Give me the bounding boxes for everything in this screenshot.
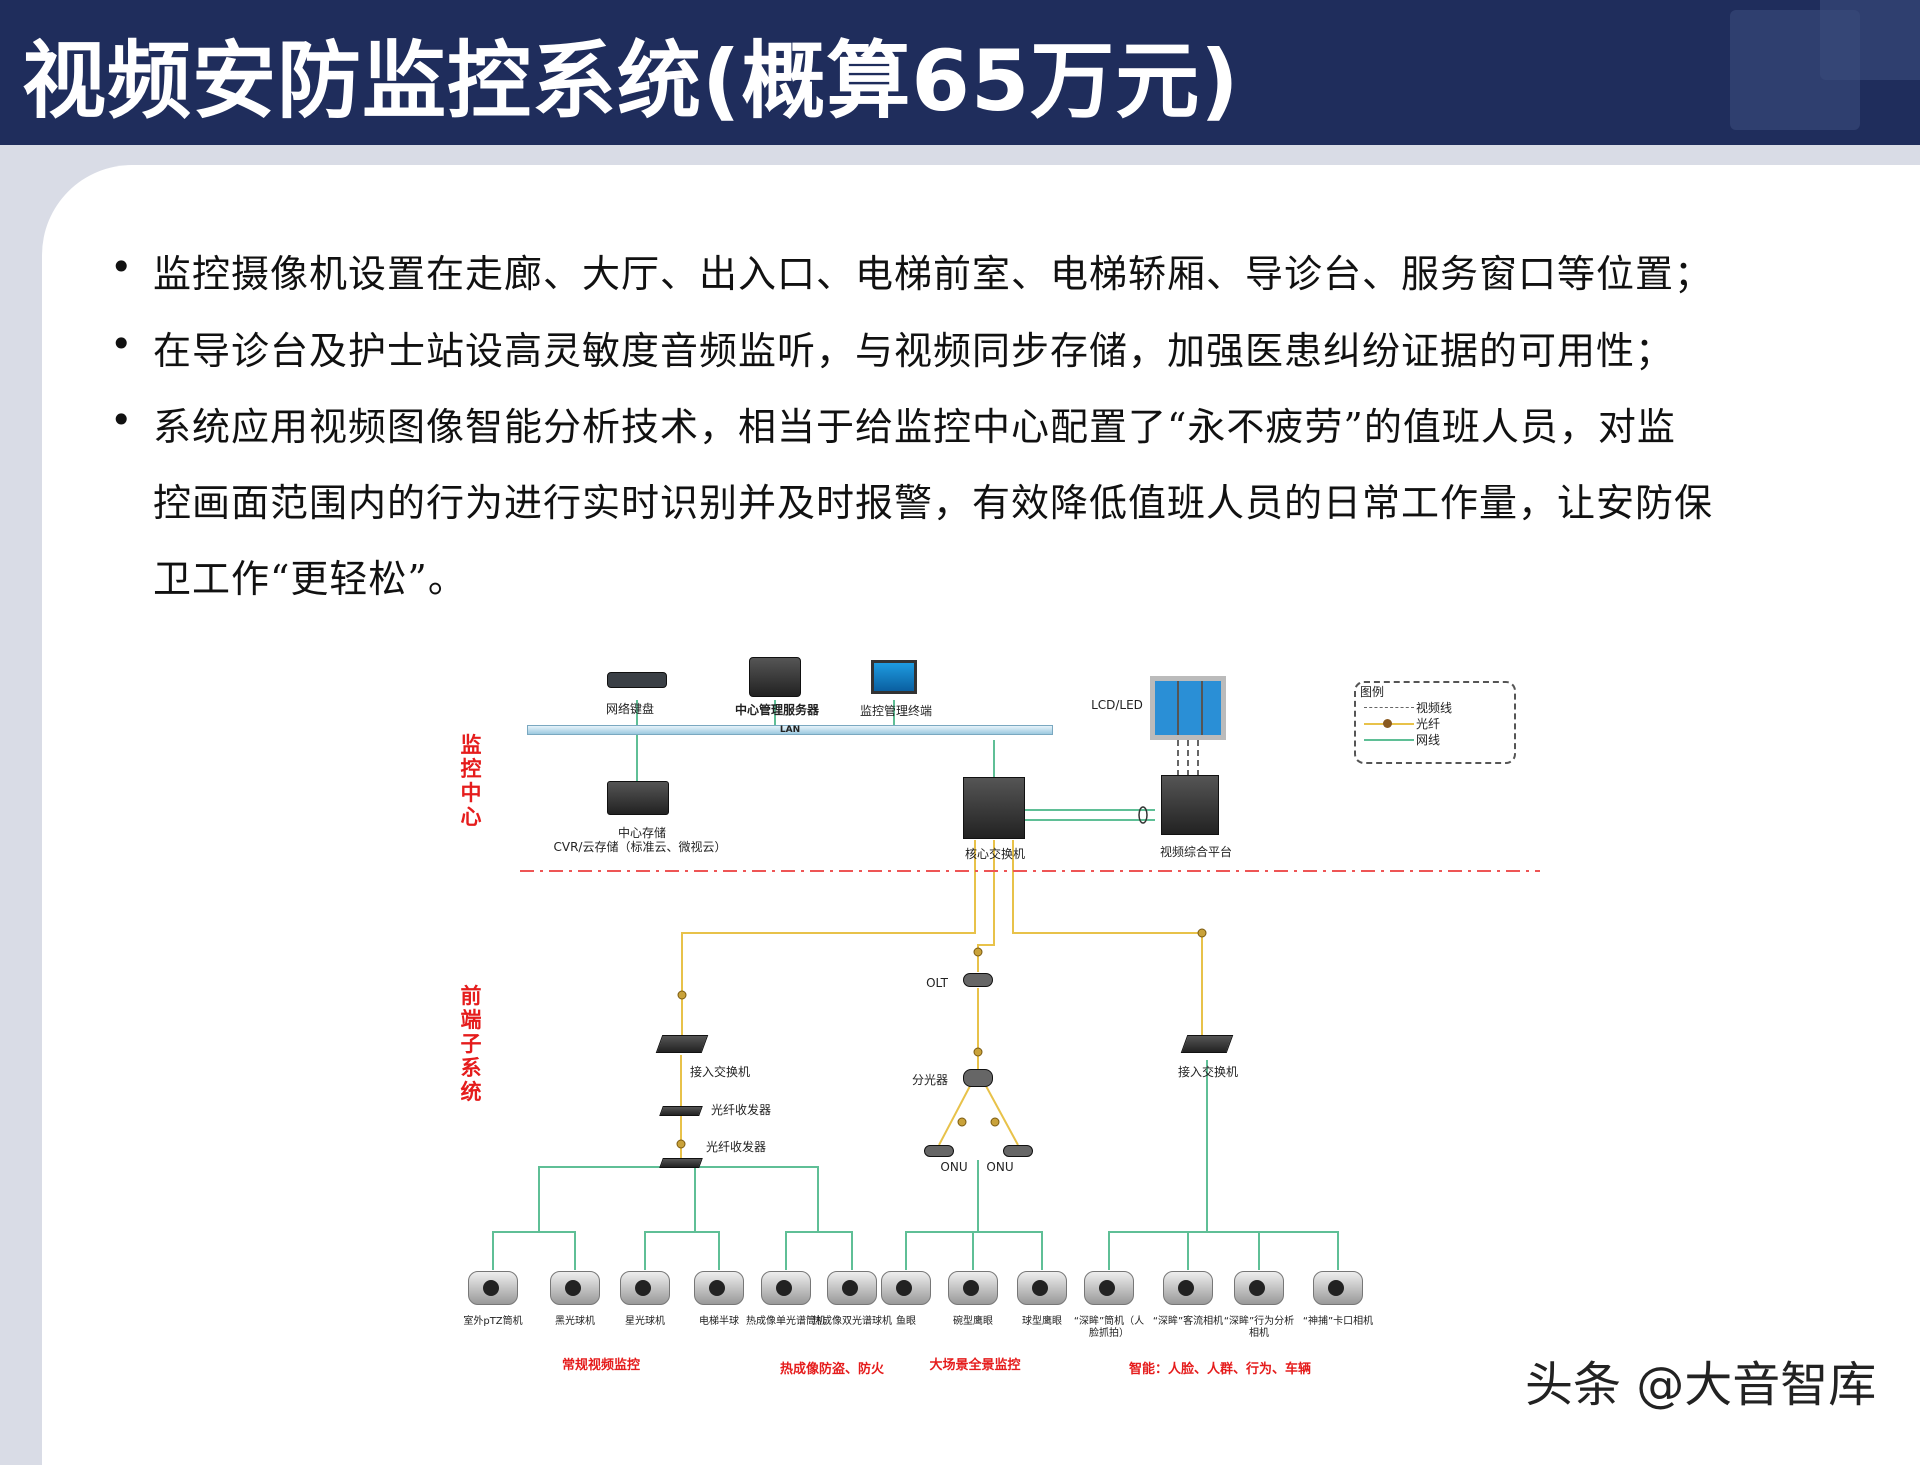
- bullet-text: 卫工作“更轻松”。: [153, 557, 467, 601]
- terminal-label: 监控管理终端: [859, 704, 933, 718]
- core-switch-icon: [963, 777, 1025, 839]
- onu-label: ONU: [940, 1160, 968, 1174]
- camera-icon: [881, 1271, 931, 1305]
- camera-icon: [1163, 1271, 1213, 1305]
- camera-icon: [1084, 1271, 1134, 1305]
- transceiver-icon: [659, 1158, 703, 1168]
- camera-label: “深眸”行为分析相机: [1223, 1316, 1295, 1339]
- lan-bus: [527, 725, 1053, 735]
- camera-label: 碗型鹰眼: [953, 1316, 993, 1327]
- lan-label: LAN: [779, 725, 801, 735]
- group-label: 智能：人脸、人群、行为、车辆: [1128, 1362, 1312, 1377]
- olt-label: OLT: [926, 976, 948, 990]
- splitter-icon: [963, 1069, 993, 1087]
- camera-icon: [827, 1271, 877, 1305]
- legend-video-line: [1364, 707, 1414, 708]
- splitter-label: 分光器: [911, 1073, 949, 1087]
- camera-icon: [1313, 1271, 1363, 1305]
- olt-icon: [963, 973, 993, 987]
- group-label: 大场景全景监控: [929, 1358, 1021, 1373]
- camera-label: 热成像双光谱球机: [812, 1316, 892, 1327]
- video-wall-icon: [1150, 676, 1226, 740]
- onu-icon: [924, 1145, 954, 1157]
- access-switch-label: 接入交换机: [689, 1065, 751, 1079]
- title-bar: 视频安防监控系统(概算65万元): [0, 0, 1920, 145]
- camera-icon: [694, 1271, 744, 1305]
- fiber-node-icon: [1383, 719, 1392, 728]
- transceiver-label: 光纤收发器: [710, 1103, 772, 1117]
- bullet-text: 系统应用视频图像智能分析技术，相当于给监控中心配置了“永不疲劳”的值班人员，对监: [153, 405, 1676, 449]
- section-front-end: 前端子系统: [460, 984, 482, 1104]
- server-label: 中心管理服务器: [734, 703, 820, 717]
- watermark: 头条 @大音智库: [1525, 1357, 1877, 1413]
- camera-icon: [761, 1271, 811, 1305]
- camera-label: 热成像单光谱筒机: [746, 1316, 826, 1327]
- bullet-dot: •: [110, 398, 133, 442]
- camera-label: 星光球机: [625, 1316, 665, 1327]
- legend-video-label: 视频线: [1416, 701, 1453, 715]
- camera-label: 球型鹰眼: [1022, 1316, 1062, 1327]
- terminal-icon: [871, 660, 917, 694]
- camera-label: “深眸”客流相机: [1152, 1316, 1224, 1327]
- bullet-dot: •: [110, 322, 133, 366]
- bullet-text: 控画面范围内的行为进行实时识别并及时报警，有效降低值班人员的日常工作量，让安防保: [153, 481, 1714, 525]
- camera-icon: [948, 1271, 998, 1305]
- core-switch-label: 核心交换机: [964, 847, 1026, 861]
- group-label: 热成像防盗、防火: [779, 1362, 885, 1377]
- bullet-text: 在导诊台及护士站设高灵敏度音频监听，与视频同步存储，加强医患纠纷证据的可用性；: [153, 329, 1675, 373]
- group-label: 常规视频监控: [561, 1358, 641, 1373]
- camera-label: “深眸”筒机（人脸抓拍）: [1073, 1316, 1145, 1339]
- camera-icon: [1234, 1271, 1284, 1305]
- camera-icon: [1017, 1271, 1067, 1305]
- page-title: 视频安防监控系统(概算65万元): [22, 32, 1240, 130]
- bullet-text: 监控摄像机设置在走廊、大厅、出入口、电梯前室、电梯轿厢、导诊台、服务窗口等位置；: [153, 252, 1714, 296]
- camera-icon: [620, 1271, 670, 1305]
- storage-label: 中心存储: [617, 826, 667, 840]
- camera-label: 鱼眼: [896, 1316, 916, 1327]
- legend-box: 图例 视频线 光纤 网线: [1354, 681, 1516, 764]
- video-platform-icon: [1161, 775, 1219, 835]
- keyboard-label: 网络键盘: [605, 702, 655, 716]
- access-switch-label: 接入交换机: [1177, 1065, 1239, 1079]
- camera-icon: [468, 1271, 518, 1305]
- camera-icon: [550, 1271, 600, 1305]
- legend-title: 图例: [1360, 685, 1385, 699]
- access-switch-icon: [1180, 1035, 1234, 1053]
- onu-icon: [1003, 1145, 1033, 1157]
- camera-label: 电梯半球: [699, 1316, 739, 1327]
- keyboard-icon: [607, 672, 667, 688]
- platform-label: 视频综合平台: [1159, 845, 1233, 859]
- legend-net-label: 网线: [1416, 733, 1441, 747]
- camera-label: “神捕”卡口相机: [1302, 1316, 1374, 1327]
- onu-label: ONU: [986, 1160, 1014, 1174]
- transceiver-icon: [659, 1106, 703, 1116]
- bullet-dot: •: [110, 245, 133, 289]
- camera-label: 黑光球机: [555, 1316, 595, 1327]
- storage-icon: [607, 781, 669, 815]
- legend-net-line: [1364, 739, 1414, 741]
- camera-label: 室外pTZ筒机: [463, 1316, 523, 1327]
- legend-fiber-label: 光纤: [1416, 717, 1441, 731]
- storage-sub-label: CVR/云存储（标准云、微视云）: [553, 840, 727, 854]
- section-monitor-center: 监控中心: [460, 733, 482, 829]
- lcd-label: LCD/LED: [1091, 698, 1143, 712]
- server-icon: [749, 657, 801, 697]
- transceiver-label: 光纤收发器: [705, 1140, 767, 1154]
- access-switch-icon: [655, 1035, 709, 1053]
